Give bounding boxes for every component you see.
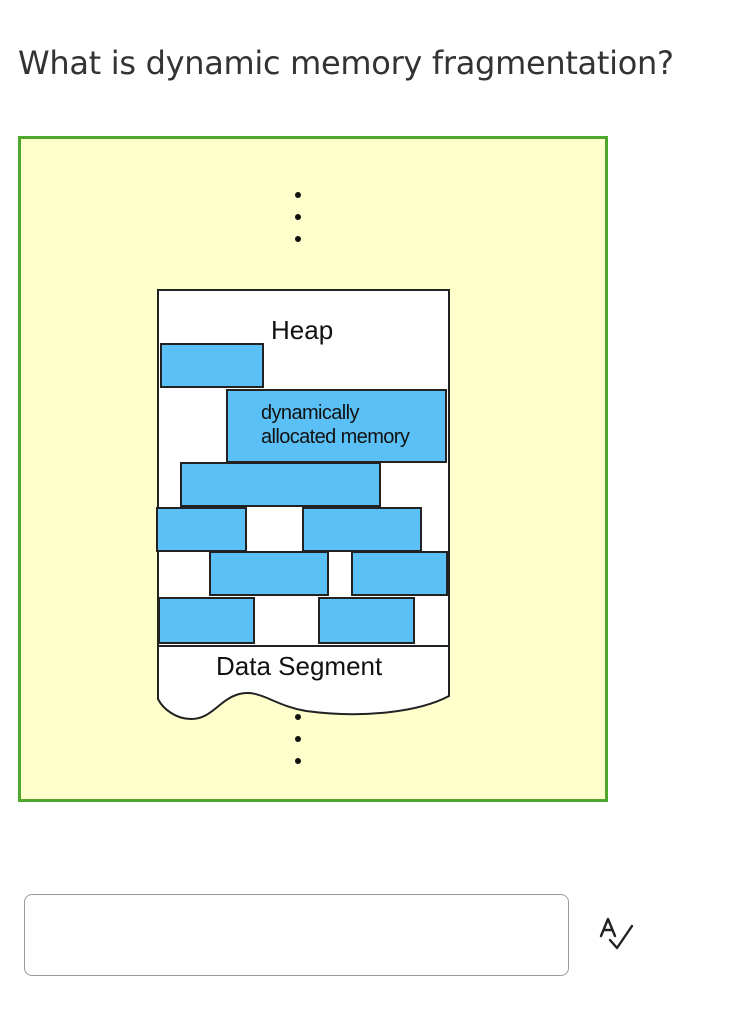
dynamic-memory-label-line2: allocated memory [261,426,410,448]
memory-block [318,597,415,644]
memory-block [226,389,447,463]
data-segment-label: Data Segment [216,651,383,681]
ellipsis-bottom [295,714,301,764]
ellipsis-top [295,192,301,242]
spellcheck-icon [599,917,634,950]
memory-block [158,597,255,644]
dynamic-memory-label-line1: dynamically [261,402,359,424]
memory-block [351,551,448,596]
memory-block [209,551,329,596]
heap-label: Heap [271,315,334,345]
spellcheck-button[interactable] [596,916,640,952]
memory-block [180,462,381,507]
memory-block [156,507,247,552]
memory-block [160,343,264,388]
memory-diagram-graphic [156,192,450,764]
dynamic-memory-label: dynamically allocated memory [261,401,410,449]
memory-block [302,507,422,552]
answer-input[interactable] [24,894,569,976]
memory-diagram: Heap dynamically allocated memory Data S… [18,136,608,802]
question-title: What is dynamic memory fragmentation? [18,44,674,82]
allocated-blocks [156,343,448,644]
data-segment-shape [157,645,450,721]
